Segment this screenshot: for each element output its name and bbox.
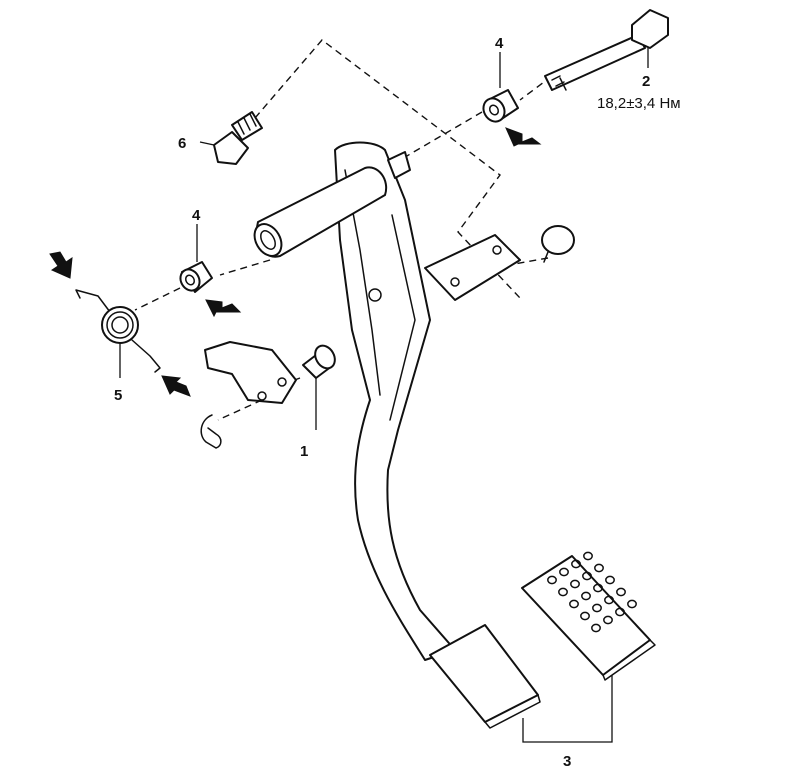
pad-stud	[582, 571, 592, 581]
callout-3: 3	[563, 753, 571, 770]
pad-stud	[594, 563, 604, 573]
pad-stud	[583, 551, 593, 561]
arrow-icon	[505, 127, 542, 147]
pad-stud	[604, 595, 614, 605]
pad-stud	[571, 559, 581, 569]
arrow-icon	[49, 251, 73, 279]
callout-6: 6	[178, 135, 186, 152]
pad-stud	[580, 611, 590, 621]
pad-stud	[569, 599, 579, 609]
pad-stud	[591, 623, 601, 633]
pedal-pad	[429, 624, 541, 729]
return-spring	[75, 289, 161, 373]
cotter-clip	[200, 414, 222, 449]
pad-stud	[593, 583, 603, 593]
pad-stud	[605, 575, 615, 585]
callout-2: 2	[642, 73, 650, 90]
pad-stud	[559, 567, 569, 577]
pad-stud	[615, 607, 625, 617]
stop-bolt	[213, 111, 263, 165]
clevis-pin	[302, 344, 336, 379]
callout-4-bushing-left: 4	[192, 207, 201, 224]
pad-stud	[592, 603, 602, 613]
pad-stud	[603, 615, 613, 625]
pad-stud	[627, 599, 637, 609]
callout-1: 1	[300, 443, 308, 460]
pedal-arm	[253, 141, 521, 661]
clevis-fork	[204, 341, 297, 404]
arrow-icon	[161, 375, 191, 397]
callout-4-bushing-top: 4	[495, 35, 504, 52]
rubber-pedal-pad	[521, 551, 656, 681]
pad-stud	[570, 579, 580, 589]
pad-stud	[581, 591, 591, 601]
stop-rubber	[541, 225, 575, 263]
pad-stud	[616, 587, 626, 597]
pivot-bolt	[544, 9, 669, 91]
callout-5: 5	[114, 387, 122, 404]
pad-stud	[547, 575, 557, 585]
torque-spec: 18,2±3,4 Нм	[597, 95, 681, 112]
pad-stud	[558, 587, 568, 597]
arrow-icon	[205, 299, 242, 318]
leader-lines	[119, 48, 649, 743]
bushing-left	[179, 261, 213, 293]
callout-labels: 1 2 3 4 4 5 6 18,2±3,4 Нм	[114, 35, 681, 770]
bushing-top	[482, 89, 519, 123]
lubrication-arrows	[49, 127, 542, 397]
